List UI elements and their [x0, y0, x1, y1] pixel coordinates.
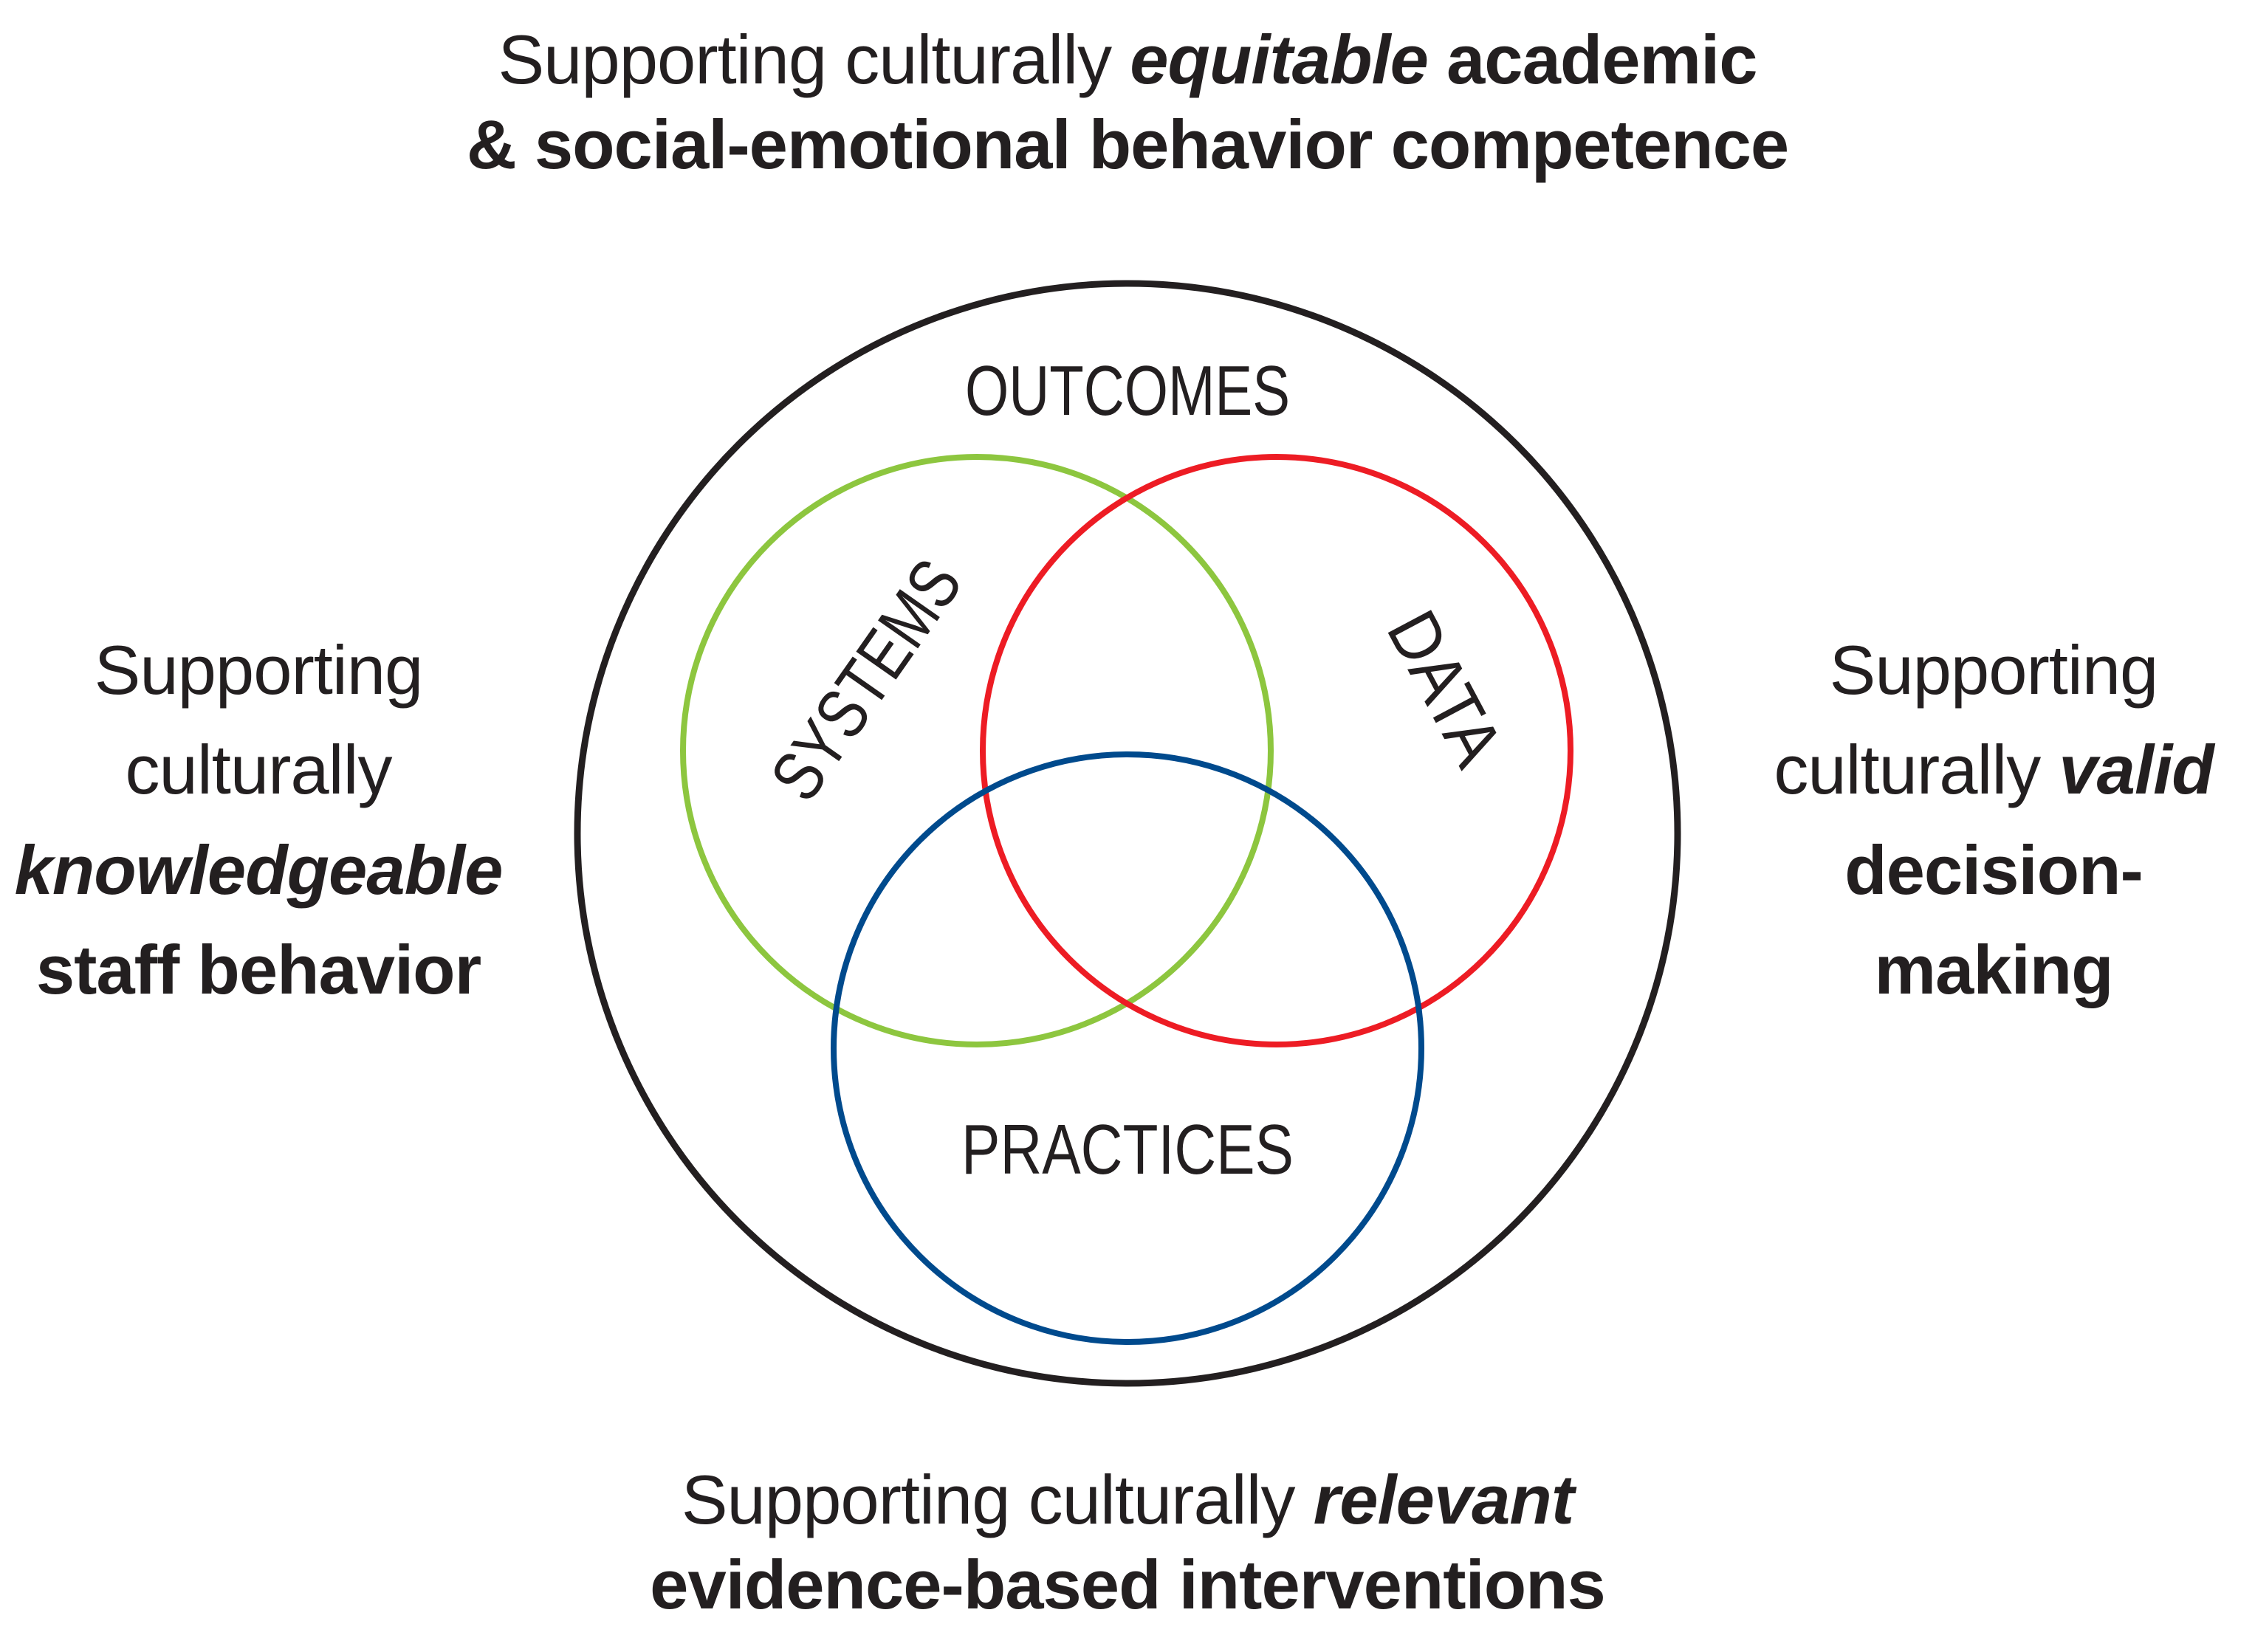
- caption-top-line-2: & social-emotional behavior competence: [466, 105, 1789, 183]
- caption-top-emphasis: equitable: [1130, 21, 1429, 98]
- data-label: DATA: [1372, 599, 1518, 779]
- caption-top: Supporting culturally equitable academic…: [389, 18, 1866, 187]
- caption-left-line-3: knowledgeable: [0, 820, 517, 920]
- caption-right-line-3: decision-: [1844, 830, 2144, 909]
- caption-top-line-1: Supporting culturally equitable academic: [389, 18, 1866, 103]
- caption-right-line-1: Supporting: [1829, 631, 2159, 709]
- caption-bottom-emphasis: relevant: [1313, 1461, 1575, 1538]
- outcomes-circle: [574, 280, 1681, 1387]
- caption-left-emphasis: knowledgeable: [14, 830, 504, 909]
- practices-circle: [831, 751, 1424, 1345]
- caption-right-line-4: making: [1874, 931, 2113, 1009]
- caption-right-line-2: culturally valid: [1743, 720, 2245, 819]
- caption-top-prefix: Supporting culturally: [498, 21, 1130, 98]
- caption-top-suffix: academic: [1427, 21, 1758, 98]
- systems-label: SYSTEMS: [755, 545, 977, 814]
- caption-right-prefix: culturally: [1774, 731, 2059, 809]
- caption-left-line-2: culturally: [125, 731, 393, 809]
- outcomes-label: OUTCOMES: [965, 351, 1290, 430]
- practices-label: PRACTICES: [961, 1110, 1294, 1189]
- caption-right-emphasis: valid: [2059, 731, 2214, 809]
- data-circle: [980, 454, 1573, 1047]
- caption-bottom: Supporting culturally relevant evidence-…: [389, 1458, 1866, 1627]
- caption-left-line-4: staff behavior: [35, 931, 481, 1009]
- caption-bottom-line-2: evidence-based interventions: [650, 1545, 1606, 1623]
- caption-left: Supporting culturally knowledgeable staf…: [0, 620, 517, 1019]
- caption-left-line-1: Supporting: [94, 631, 424, 709]
- caption-bottom-line-1: Supporting culturally relevant: [389, 1458, 1866, 1543]
- systems-circle: [680, 454, 1274, 1047]
- caption-right: Supporting culturally valid decision- ma…: [1743, 620, 2245, 1019]
- caption-bottom-prefix: Supporting culturally: [681, 1461, 1314, 1538]
